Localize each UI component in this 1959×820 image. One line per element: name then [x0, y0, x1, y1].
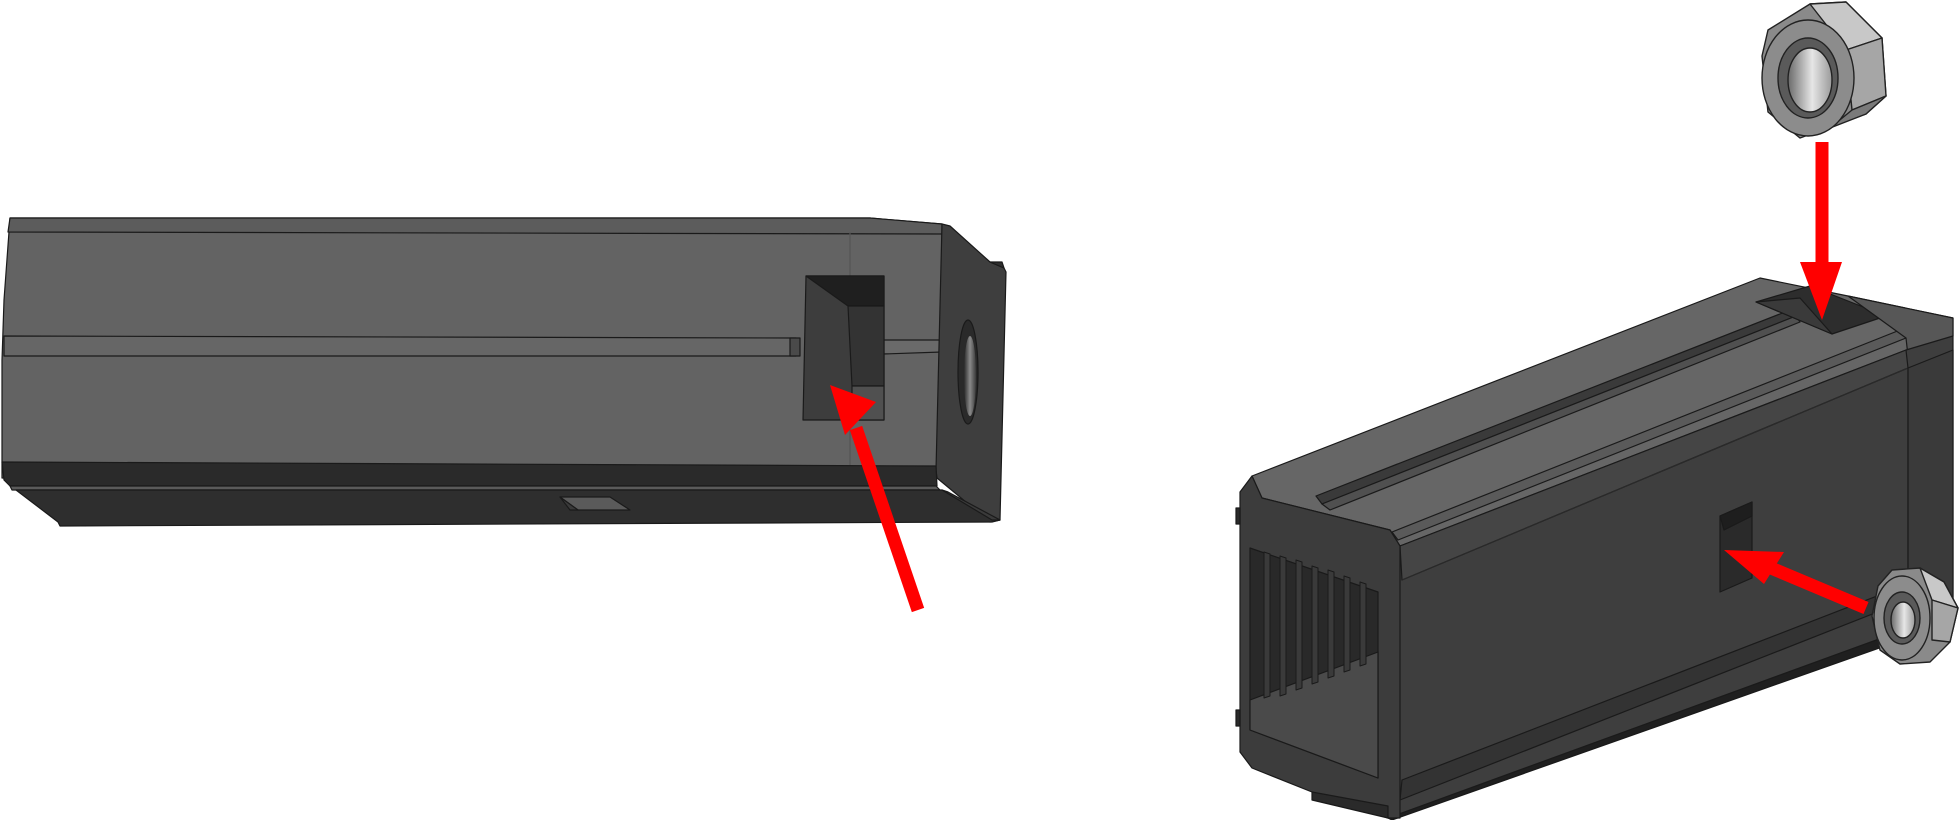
hex-nut-top — [1761, 1, 1887, 139]
hex-nut-right — [1871, 567, 1959, 665]
housing-bottom-strip — [1, 461, 938, 487]
housing-bottom-base — [15, 489, 1001, 527]
hex-nut-right-bore — [1890, 601, 1916, 639]
housing-isometric-view — [1235, 277, 1954, 820]
housing-side-view — [1, 217, 1007, 527]
arrow-side-pocket-iso — [1724, 550, 1869, 614]
housing-top-band — [7, 217, 943, 235]
hex-nut-top-bore — [1787, 47, 1833, 113]
arrow-top-pocket — [1800, 142, 1842, 320]
housing-groove-rail — [3, 335, 797, 357]
cavity-ribs — [1263, 551, 1367, 699]
nut-pocket-side-iso — [1719, 501, 1753, 593]
arrow-side-pocket — [830, 385, 925, 613]
